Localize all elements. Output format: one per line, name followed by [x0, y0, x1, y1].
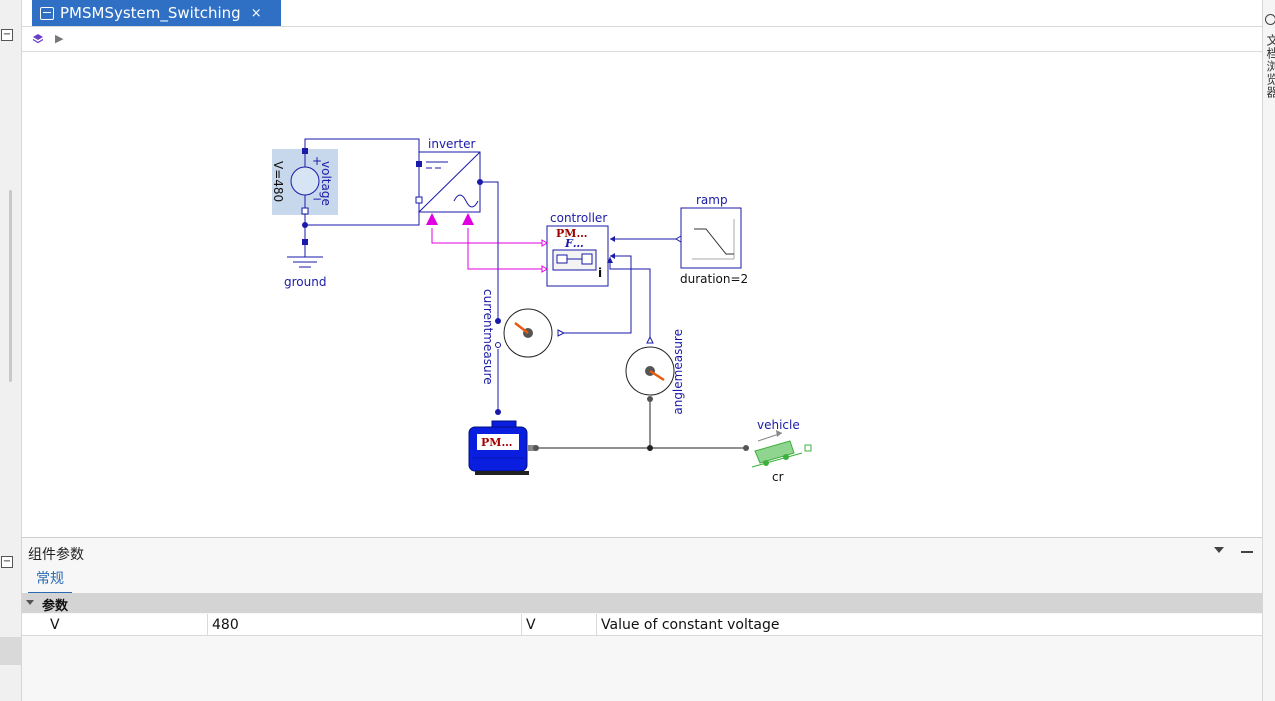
- group-label: 参数: [42, 599, 69, 614]
- ground[interactable]: ground: [284, 239, 326, 289]
- collapse-bottom-button[interactable]: −: [1, 556, 13, 568]
- controller-port-label: i: [598, 266, 602, 280]
- mechanical-wires: [536, 399, 746, 449]
- panel-minimize-icon[interactable]: [1241, 551, 1253, 553]
- layers-icon[interactable]: [32, 33, 44, 45]
- editor-tab-bar: PMSMSystem_Switching ×: [22, 0, 1262, 27]
- voltage-name: voltage: [319, 161, 333, 206]
- collapse-triangle-icon[interactable]: [26, 600, 34, 605]
- controller[interactable]: PM… F… i controller: [541, 211, 615, 287]
- param-description: Value of constant voltage: [601, 617, 780, 633]
- help-icon[interactable]: [1265, 14, 1275, 25]
- diagram-canvas[interactable]: + − voltage V=480 ground: [22, 53, 1262, 537]
- inverter[interactable]: inverter: [415, 137, 483, 225]
- tab-pmsmsystem-switching[interactable]: PMSMSystem_Switching ×: [32, 0, 281, 26]
- panel-menu-icon[interactable]: [1214, 547, 1224, 553]
- breadcrumb: ▶: [22, 27, 1262, 52]
- ramp-param: duration=2: [680, 272, 748, 286]
- component-parameters-panel: 组件参数 常规 参数 V 480 V Value of constant vol…: [22, 537, 1262, 701]
- controller-name: controller: [550, 211, 607, 225]
- panel-title: 组件参数: [28, 547, 84, 563]
- svg-text:−: −: [312, 192, 322, 206]
- ramp-name: ramp: [696, 193, 728, 207]
- param-name: V: [22, 614, 208, 636]
- model-file-icon: [40, 6, 54, 20]
- parameter-group-header[interactable]: 参数: [22, 593, 1262, 614]
- voltage-param: V=480: [271, 161, 285, 202]
- tab-general[interactable]: 常规: [28, 568, 72, 594]
- close-icon[interactable]: ×: [250, 5, 262, 21]
- currentmeasure-name: currentmeasure: [481, 289, 495, 385]
- param-unit: V: [522, 614, 597, 636]
- collapse-top-button[interactable]: −: [1, 29, 13, 41]
- param-value[interactable]: 480: [208, 614, 522, 636]
- ground-name: ground: [284, 275, 326, 289]
- breadcrumb-chevron-icon[interactable]: ▶: [55, 32, 64, 45]
- doc-browser-label[interactable]: 文档浏览器: [1265, 34, 1275, 99]
- currentmeasure-sensor[interactable]: currentmeasure: [481, 289, 566, 385]
- left-gutter-selection: [0, 637, 22, 665]
- motor-name: PM…: [481, 436, 512, 449]
- anglemeasure-sensor[interactable]: anglemeasure: [625, 329, 685, 415]
- table-row[interactable]: V 480 V Value of constant voltage: [22, 614, 1262, 636]
- voltage-source[interactable]: + − voltage V=480: [271, 148, 338, 217]
- controller-line1: PM…: [556, 227, 587, 240]
- svg-text:+: +: [312, 154, 322, 168]
- left-scrollbar[interactable]: [9, 190, 12, 382]
- right-side-strip: 文档浏览器: [1262, 0, 1275, 701]
- tab-title: PMSMSystem_Switching: [60, 4, 241, 22]
- diagram-svg: + − voltage V=480 ground: [271, 137, 812, 484]
- vehicle-name: vehicle: [757, 418, 800, 432]
- vehicle-param: cr: [772, 470, 784, 484]
- anglemeasure-name: anglemeasure: [671, 329, 685, 415]
- pmsm-motor[interactable]: PM…: [468, 409, 539, 475]
- vehicle[interactable]: vehicle cr: [743, 418, 812, 484]
- controller-line2: F…: [564, 237, 584, 250]
- left-gutter: − −: [0, 0, 22, 701]
- signal-wires: [431, 228, 547, 270]
- ramp[interactable]: ramp duration=2: [675, 193, 748, 286]
- inverter-name: inverter: [428, 137, 475, 151]
